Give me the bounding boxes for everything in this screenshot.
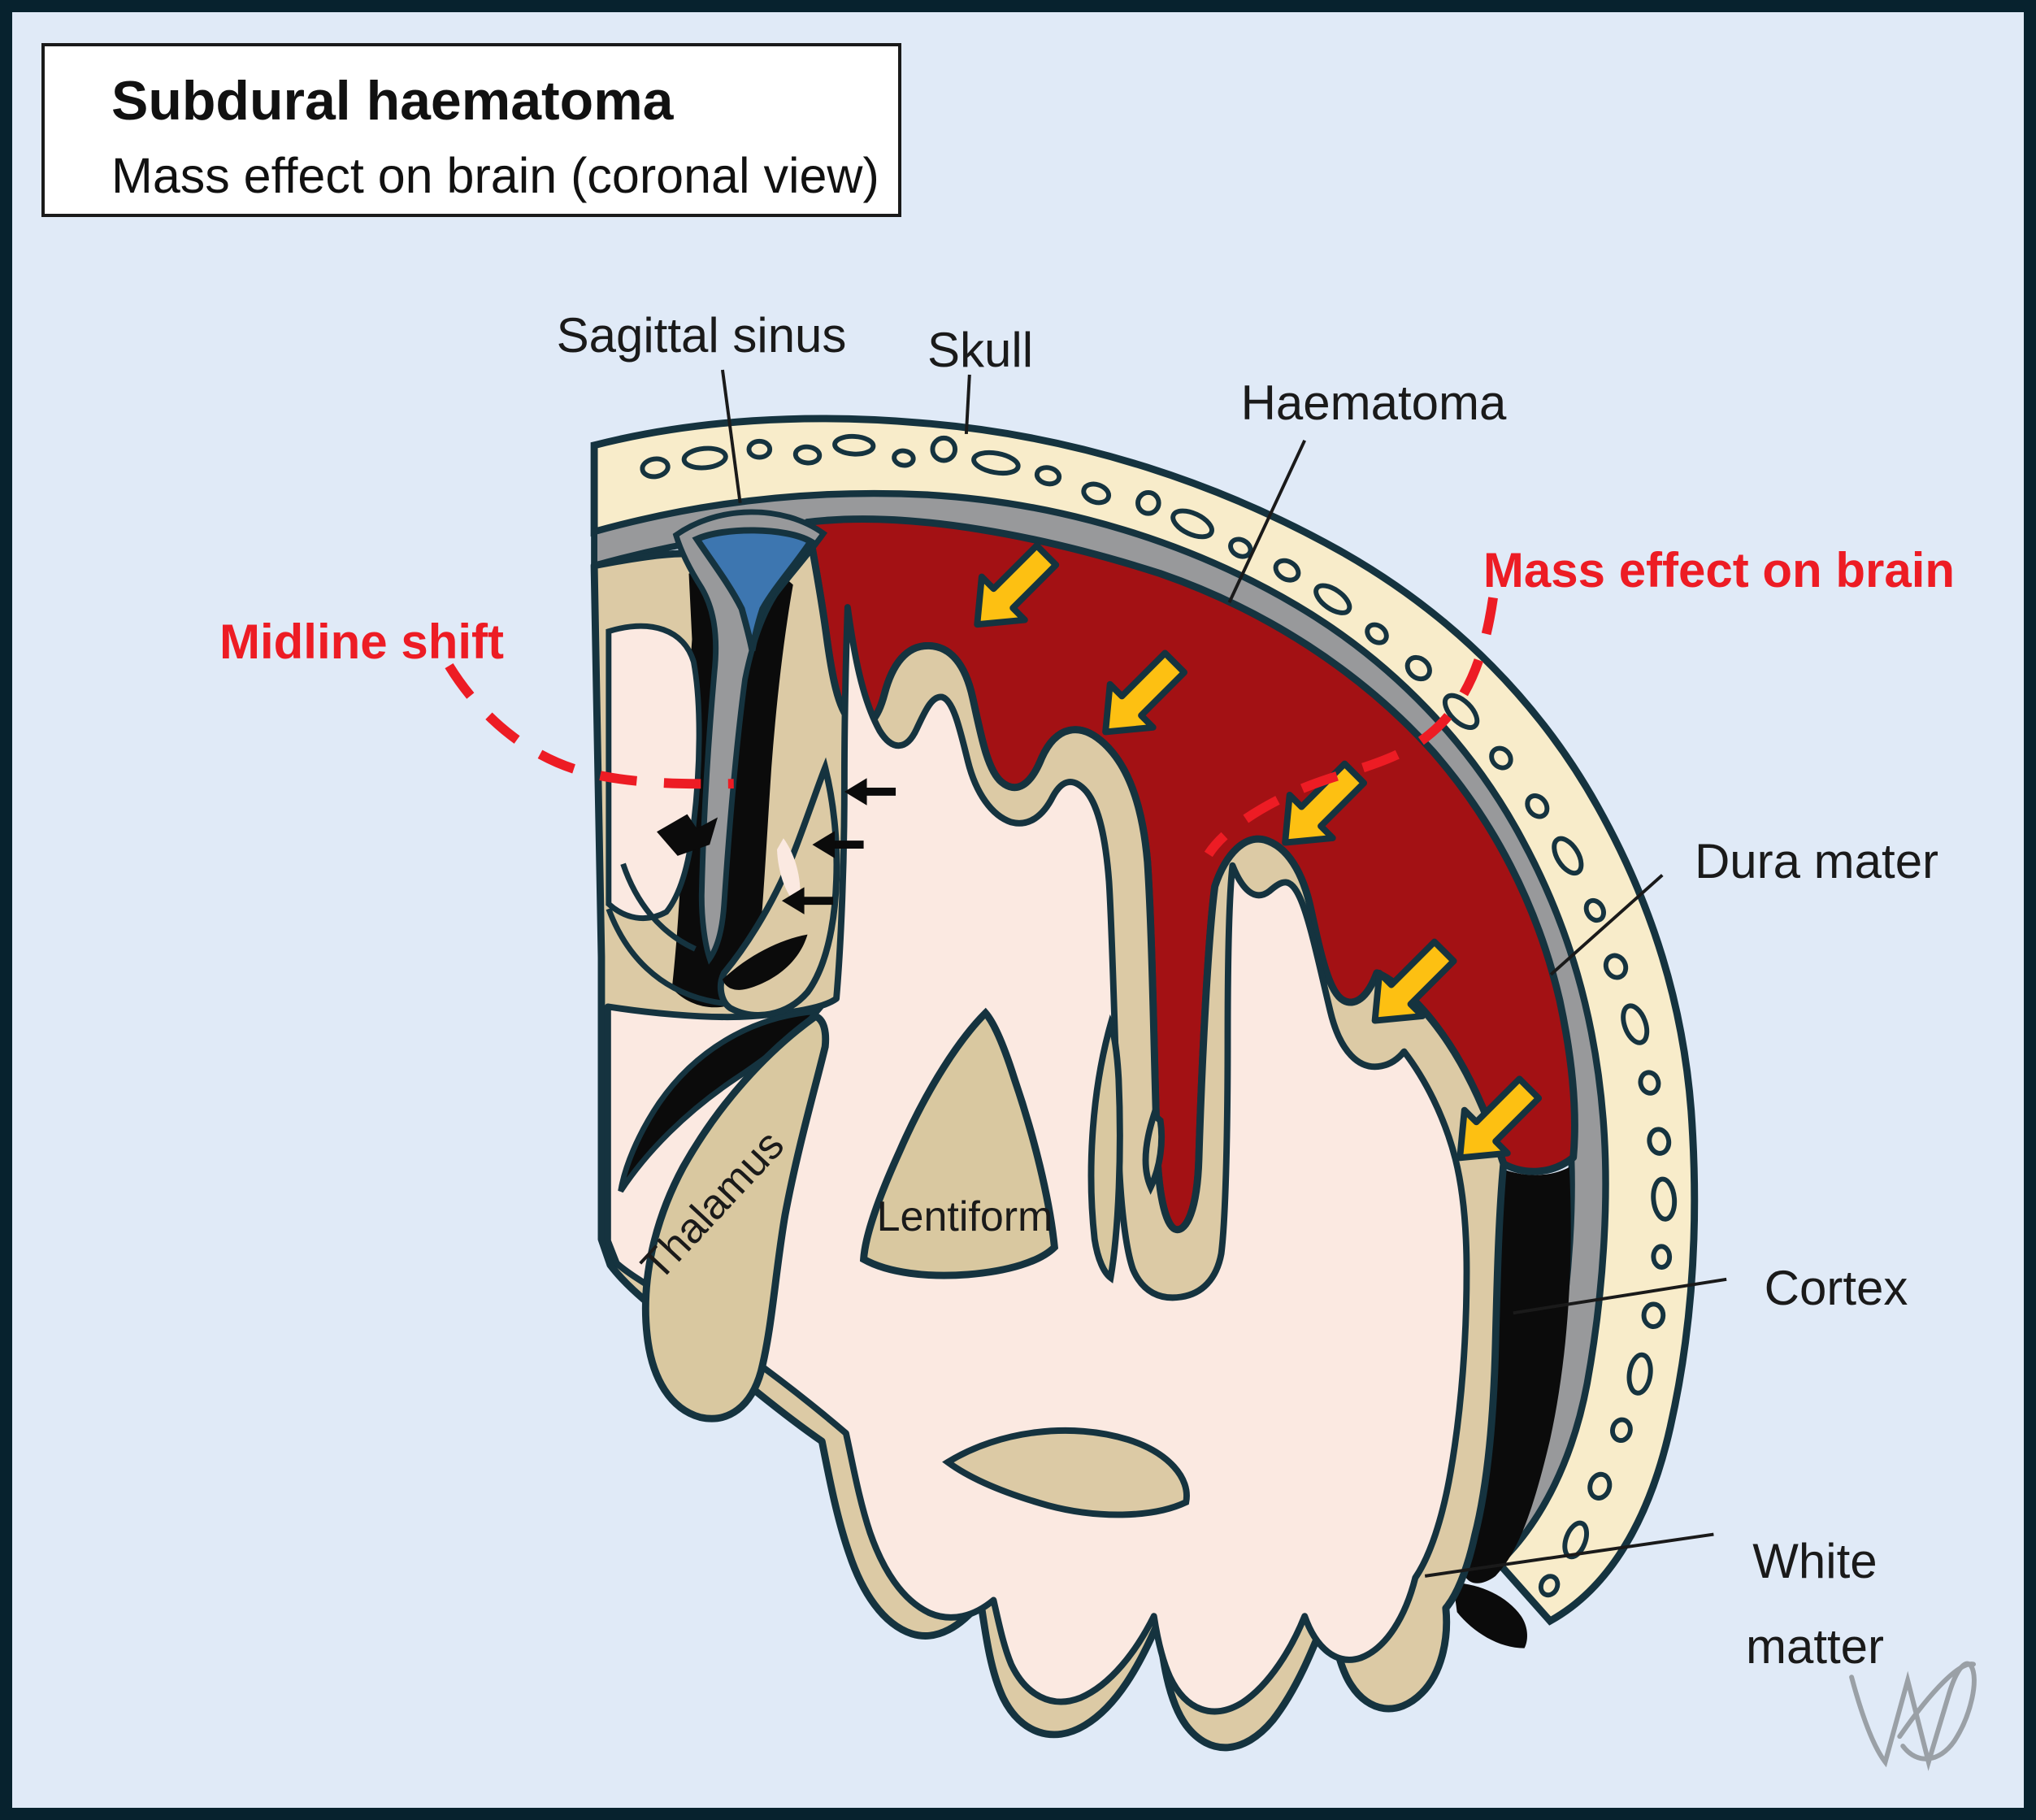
cingulate-sulcus (722, 934, 808, 990)
thalamus-shape (641, 1012, 830, 1423)
compression-arrow-icon (1456, 1075, 1543, 1162)
label-sagittal-sinus: Sagittal sinus (556, 308, 847, 363)
ventricle-slivers (1087, 1014, 1165, 1284)
diagram-title: Subdural haematoma (111, 70, 674, 132)
midline-arrow-icon (844, 778, 896, 806)
lentiform-shape (859, 1007, 1059, 1279)
haematoma-leader (1227, 440, 1306, 603)
dura-mater-leader (1549, 874, 1664, 976)
cortex-leader (1513, 1277, 1727, 1315)
label-white-matter: White matter (1746, 1518, 1884, 1689)
compression-arrow-icon (1282, 760, 1368, 846)
label-dura-mater: Dura mater (1694, 834, 1939, 888)
mass-effect-dashed-curve (1204, 597, 1498, 858)
title-box: Subdural haematoma Mass effect on brain … (41, 43, 901, 217)
left-hemisphere-sulcus (657, 814, 718, 856)
label-midline-shift: Midline shift (219, 615, 504, 669)
label-white-matter-line2: matter (1745, 1619, 1885, 1674)
midline-arrow-icon (781, 887, 834, 914)
label-cortex: Cortex (1764, 1261, 1908, 1315)
compression-arrow-icon (1102, 649, 1188, 736)
artist-signature (1849, 1661, 1977, 1771)
white-matter-leader (1424, 1532, 1714, 1578)
label-mass-effect: Mass effect on brain (1483, 543, 1956, 597)
callout-dashed-curves (445, 597, 1498, 858)
diagram-subtitle: Mass effect on brain (coronal view) (111, 148, 879, 203)
bottom-gyrus-fold (942, 1427, 1190, 1518)
label-haematoma: Haematoma (1240, 376, 1507, 430)
skull-leader (964, 374, 971, 435)
label-skull: Skull (927, 323, 1034, 377)
falx-cerebri (672, 509, 828, 965)
midline-shift-arrows (781, 778, 896, 914)
midline-arrow-icon (812, 831, 864, 858)
left-hemisphere-white-matter (606, 623, 702, 922)
leader-lines (720, 369, 1727, 1578)
mass-effect-arrows (974, 542, 1543, 1162)
label-lentiform: Lentiform (876, 1193, 1053, 1240)
compression-arrow-icon (1371, 938, 1457, 1024)
compression-arrow-icon (974, 542, 1060, 628)
midline-shift-dashed-curve (445, 662, 734, 789)
skull-texture-ovals (640, 433, 1678, 1598)
cingulate-pocket (777, 838, 801, 908)
sagittal-sinus-leader (720, 369, 742, 504)
brain-illustration (445, 369, 1977, 1771)
sagittal-sinus-shape (692, 527, 816, 652)
label-white-matter-line1: White (1752, 1534, 1878, 1588)
